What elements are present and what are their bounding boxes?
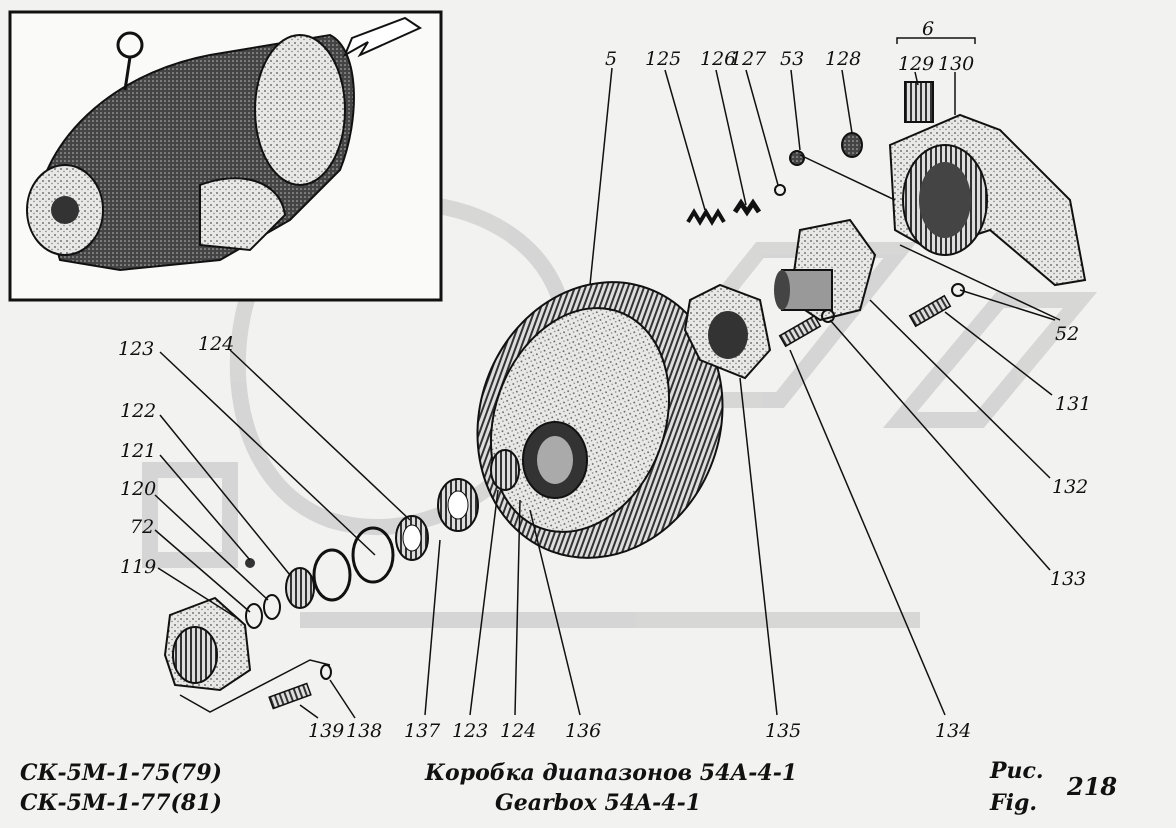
callout-123-left: 123 bbox=[118, 338, 155, 360]
callout-127: 127 bbox=[730, 48, 767, 70]
gear-121 bbox=[285, 567, 315, 609]
callout-124-left: 124 bbox=[198, 333, 235, 355]
snap-ring-122 bbox=[312, 548, 352, 602]
callout-5: 5 bbox=[605, 48, 618, 70]
housing-130 bbox=[888, 113, 1087, 287]
callout-133: 133 bbox=[1050, 568, 1087, 590]
callout-126: 126 bbox=[700, 48, 737, 70]
output-flange-119 bbox=[163, 596, 252, 692]
inset-assembly-photo bbox=[26, 16, 423, 272]
callout-120: 120 bbox=[120, 478, 157, 500]
callout-72: 72 bbox=[130, 516, 155, 538]
callout-136: 136 bbox=[565, 720, 602, 742]
callout-135: 135 bbox=[765, 720, 802, 742]
callout-129: 129 bbox=[898, 53, 935, 75]
callout-124-bottom: 124 bbox=[500, 720, 537, 742]
snap-ring-123 bbox=[351, 526, 395, 584]
bolt-139 bbox=[268, 682, 312, 710]
callout-119: 119 bbox=[120, 556, 157, 578]
bearing-123 bbox=[490, 449, 520, 491]
leader-lines bbox=[154, 37, 1061, 719]
bearing-cap-132 bbox=[774, 218, 877, 322]
clutch-housing-5 bbox=[476, 281, 724, 559]
callout-131: 131 bbox=[1055, 393, 1092, 415]
washer-72 bbox=[245, 603, 263, 629]
callout-128: 128 bbox=[825, 48, 862, 70]
title-en: Gearbox 54A-4-1 bbox=[495, 790, 702, 816]
callout-130: 130 bbox=[938, 53, 975, 75]
flange-135 bbox=[683, 283, 772, 380]
callout-139: 139 bbox=[308, 720, 345, 742]
callout-125: 125 bbox=[645, 48, 682, 70]
bolt-131 bbox=[908, 283, 965, 328]
washer-120 bbox=[263, 594, 281, 620]
model-line-1: СК-5М-1-75(79) bbox=[20, 760, 222, 786]
callout-137: 137 bbox=[404, 720, 441, 742]
callout-53: 53 bbox=[780, 48, 805, 70]
bolt-134 bbox=[778, 309, 835, 348]
callout-122: 122 bbox=[120, 400, 157, 422]
model-line-2: СК-5М-1-77(81) bbox=[20, 790, 222, 816]
callout-52: 52 bbox=[1055, 323, 1080, 345]
bearing-137 bbox=[437, 478, 479, 532]
callout-138: 138 bbox=[346, 720, 383, 742]
cap-128 bbox=[841, 132, 863, 158]
callout-134: 134 bbox=[935, 720, 972, 742]
ring-124 bbox=[395, 515, 429, 561]
callout-123-bottom: 123 bbox=[452, 720, 489, 742]
spring-126 bbox=[732, 198, 762, 217]
spring-125 bbox=[686, 208, 726, 226]
washer-127 bbox=[774, 184, 786, 196]
callout-group-6: 6 bbox=[922, 18, 935, 40]
callout-132: 132 bbox=[1052, 476, 1089, 498]
fig-number: 218 bbox=[1067, 772, 1118, 801]
callout-121: 121 bbox=[120, 440, 157, 462]
fig-label-en: Fig. bbox=[990, 790, 1038, 816]
nut-53 bbox=[789, 150, 805, 166]
washer-138 bbox=[320, 664, 332, 680]
filter-129 bbox=[904, 81, 934, 123]
title-ru: Коробка диапазонов 54А-4-1 bbox=[425, 760, 798, 786]
fig-label-ru: Рис. bbox=[990, 758, 1044, 784]
nut-121 bbox=[245, 558, 255, 568]
